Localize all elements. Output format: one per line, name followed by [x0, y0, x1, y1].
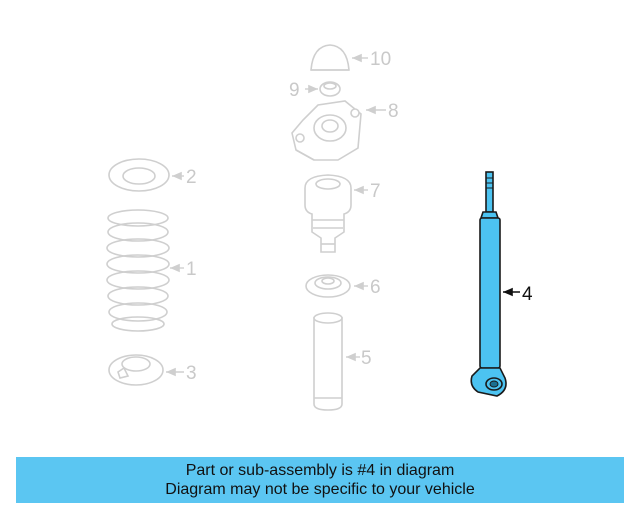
- callout-9: 9: [289, 80, 300, 101]
- lower-bump-seat-part: [305, 274, 351, 298]
- upper-mount-part: [291, 100, 362, 161]
- bump-stop-part: [304, 174, 352, 253]
- callout-5: 5: [361, 348, 372, 369]
- coil-spring-part: [106, 209, 170, 332]
- info-banner: Part or sub-assembly is #4 in diagram Di…: [16, 457, 624, 503]
- lower-spring-seat-part: [108, 354, 164, 386]
- callout-6: 6: [370, 277, 381, 298]
- shock-absorber-part: [470, 171, 507, 397]
- banner-disclaimer-line: Diagram may not be specific to your vehi…: [165, 481, 475, 498]
- banner-part-line: Part or sub-assembly is #4 in diagram: [185, 462, 455, 479]
- callout-2: 2: [186, 167, 197, 188]
- callout-3: 3: [186, 363, 197, 384]
- mount-nut-part: [319, 81, 341, 97]
- callout-10: 10: [370, 49, 391, 70]
- parts-diagram: 10 9 8 7 6 5: [106, 44, 533, 411]
- callout-4: 4: [522, 284, 533, 305]
- dust-boot-part: [313, 312, 343, 411]
- mount-cap-part: [310, 44, 350, 71]
- upper-spring-seat-part: [108, 158, 170, 192]
- callout-7: 7: [370, 181, 381, 202]
- callout-8: 8: [388, 101, 399, 122]
- callout-1: 1: [186, 259, 197, 280]
